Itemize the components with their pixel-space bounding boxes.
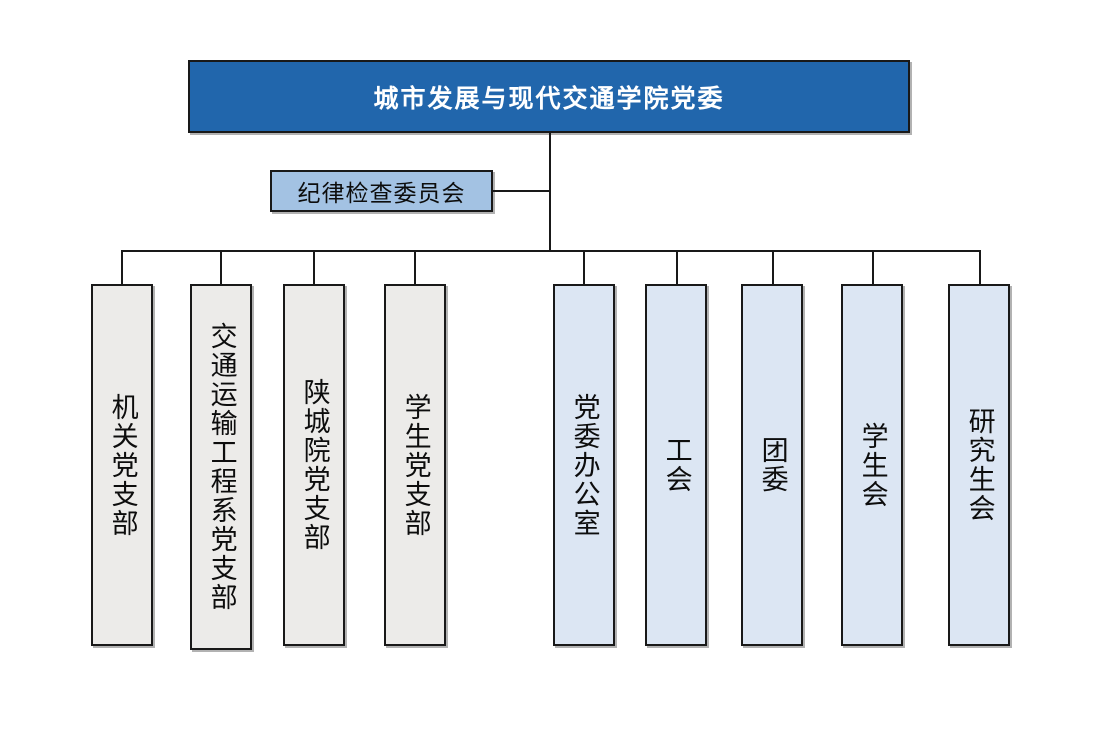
discipline-committee-label: 纪律检查委员会 [297,180,466,206]
drop-line-8 [872,250,874,285]
party-branch-node-2[interactable]: 交通运输工程系党支部 [190,284,252,650]
drop-line-3 [313,250,315,285]
party-branch-label-3: 陕城院党支部 [299,378,330,552]
drop-line-7 [772,250,774,285]
org-unit-label-1: 党委办公室 [569,392,600,538]
org-unit-node-2[interactable]: 工会 [645,284,707,646]
org-unit-label-4: 学生会 [857,421,888,509]
discipline-committee-node[interactable]: 纪律检查委员会 [270,170,493,212]
root-node-label: 城市发展与现代交通学院党委 [373,84,725,113]
bus-horizontal-line [121,250,981,252]
party-branch-label-2: 交通运输工程系党支部 [206,322,237,612]
drop-line-1 [121,250,123,285]
party-branch-label-4: 学生党支部 [400,392,431,538]
org-unit-label-3: 团委 [757,436,788,494]
party-branch-node-3[interactable]: 陕城院党支部 [283,284,345,646]
org-unit-node-3[interactable]: 团委 [741,284,803,646]
party-branch-node-4[interactable]: 学生党支部 [384,284,446,646]
org-unit-node-1[interactable]: 党委办公室 [553,284,615,646]
party-branch-node-1[interactable]: 机关党支部 [91,284,153,646]
org-unit-node-4[interactable]: 学生会 [841,284,903,646]
drop-line-9 [979,250,981,285]
org-unit-node-5[interactable]: 研究生会 [948,284,1010,646]
drop-line-6 [676,250,678,285]
party-branch-label-1: 机关党支部 [107,392,138,538]
org-unit-label-2: 工会 [661,436,692,494]
trunk-vertical-line [549,133,551,252]
drop-line-5 [583,250,585,285]
discipline-connector-line [493,190,550,192]
drop-line-2 [220,250,222,285]
drop-line-4 [414,250,416,285]
org-unit-label-5: 研究生会 [964,407,995,523]
root-node-party-committee[interactable]: 城市发展与现代交通学院党委 [188,60,910,133]
